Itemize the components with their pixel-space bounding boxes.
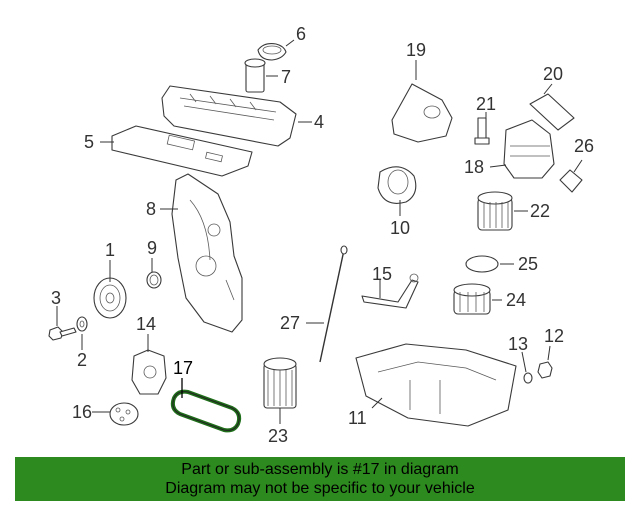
callout-1[interactable]: 1 [105,240,115,260]
part-4-valve-cover[interactable] [161,85,297,147]
notice-banner: Part or sub-assembly is #17 in diagram D… [15,457,625,501]
banner-line-2: Diagram may not be specific to your vehi… [165,480,475,497]
callout-15[interactable]: 15 [372,264,392,284]
callout-19[interactable]: 19 [406,40,426,60]
callout-9[interactable]: 9 [147,238,157,258]
callout-27[interactable]: 27 [280,313,300,333]
leader-lines [56,39,583,424]
callout-24[interactable]: 24 [506,290,526,310]
parts-diagram: 6 7 4 5 8 1 9 3 2 14 16 17 23 27 15 11 1… [48,24,594,446]
part-22-filter-element[interactable] [477,191,513,231]
part-15-dipstick-tube[interactable] [361,273,419,309]
banner-line-1: Part or sub-assembly is #17 in diagram [181,461,459,478]
part-18-cooler-housing[interactable] [503,119,555,179]
part-24-filter-cap[interactable] [453,283,491,315]
part-11-oil-pan[interactable] [355,343,517,427]
part-8-timing-cover[interactable] [171,173,243,333]
part-9-seal[interactable] [146,271,162,289]
part-1-crankshaft-pulley[interactable] [93,277,127,319]
part-19-filter-housing[interactable] [391,83,453,143]
part-13-washer[interactable] [523,372,533,384]
callout-6[interactable]: 6 [296,24,306,44]
callout-25[interactable]: 25 [518,254,538,274]
part-20-gasket[interactable] [529,93,575,131]
callout-8[interactable]: 8 [146,199,156,219]
part-7-seal[interactable] [244,58,266,93]
part-12-drain-plug[interactable] [537,361,553,379]
callout-4[interactable]: 4 [314,112,324,132]
callout-3[interactable]: 3 [51,288,61,308]
part-27-dipstick[interactable] [319,245,348,363]
part-21-bolt[interactable] [474,117,490,145]
callout-26[interactable]: 26 [574,136,594,156]
part-26-sensor[interactable] [559,169,583,193]
part-17-oil-pump-chain[interactable] [170,389,242,433]
callout-18[interactable]: 18 [464,157,484,177]
callout-23[interactable]: 23 [268,426,288,446]
callout-12[interactable]: 12 [544,326,564,346]
callout-14[interactable]: 14 [136,314,156,334]
callout-2[interactable]: 2 [77,350,87,370]
part-6-oil-filler-cap[interactable] [257,43,287,61]
part-14-oil-pump[interactable] [131,349,167,395]
part-3-bolt[interactable] [48,326,77,341]
part-23-oil-filter[interactable] [263,357,297,409]
part-5-valve-cover-gasket[interactable] [111,125,253,177]
callout-20[interactable]: 20 [543,64,563,84]
part-10-rear-seal[interactable] [377,166,417,204]
callout-numbers: 6 7 4 5 8 1 9 3 2 14 16 17 23 27 15 11 1… [51,24,594,446]
callout-21[interactable]: 21 [476,94,496,114]
callout-11[interactable]: 11 [348,408,367,428]
part-25-o-ring[interactable] [465,255,499,273]
callout-22[interactable]: 22 [530,201,550,221]
callout-7[interactable]: 7 [281,67,291,87]
callout-13[interactable]: 13 [508,334,528,354]
callout-10[interactable]: 10 [390,218,410,238]
callout-5[interactable]: 5 [84,132,94,152]
callout-16[interactable]: 16 [72,402,92,422]
part-2-washer[interactable] [76,316,88,332]
part-16-gasket[interactable] [109,402,139,426]
callout-17[interactable]: 17 [173,358,193,378]
